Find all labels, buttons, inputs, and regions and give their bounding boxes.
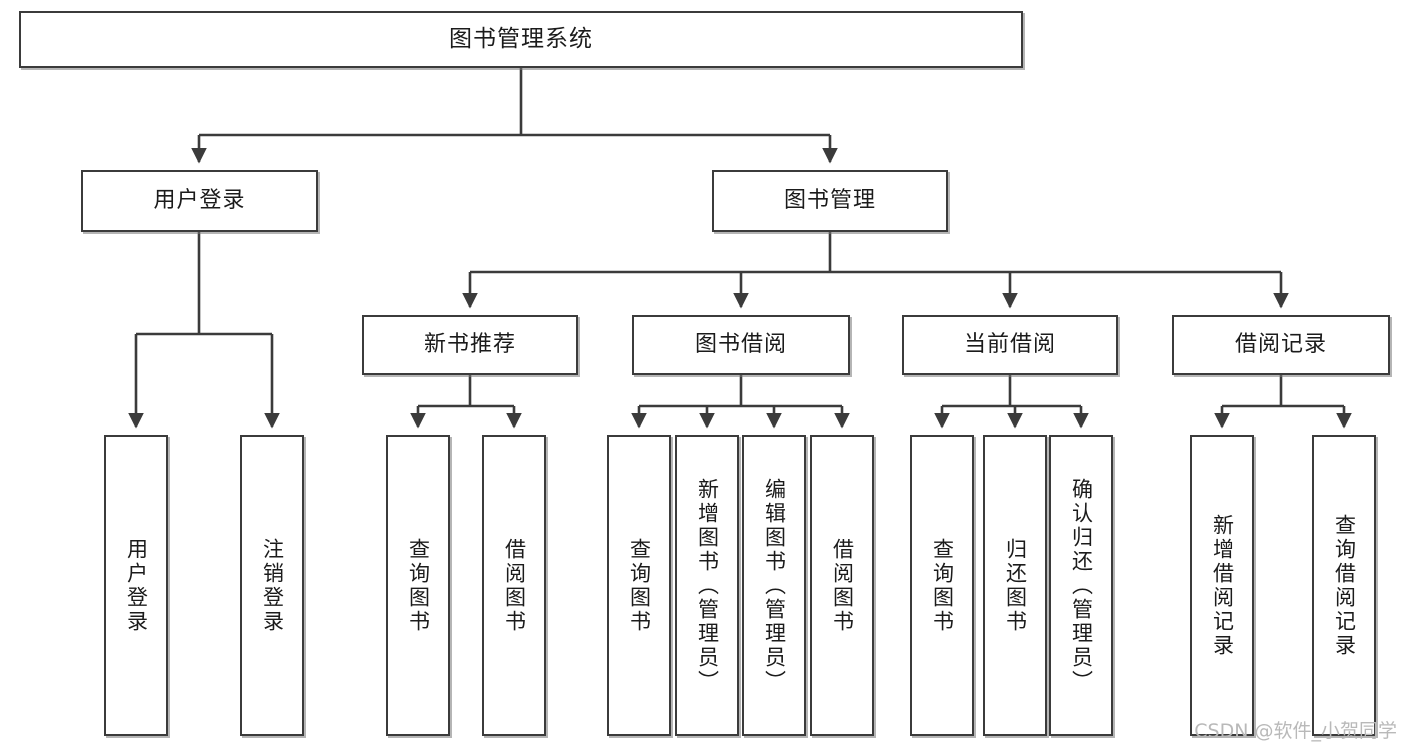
leaf-user-login-label: 用户登录 [124,537,149,634]
leaf-newbook-query-book-label: 查询图书 [406,537,431,634]
node-borrow-record[interactable]: 借阅记录 [1172,315,1390,375]
leaf-current-query-book-label: 查询图书 [930,537,955,634]
leaf-borrow-lend-book[interactable]: 借阅图书 [810,435,874,736]
leaf-borrow-add-book-admin-label: 新增图书（管理员） [695,477,720,694]
node-book-borrow-label: 图书借阅 [694,331,787,357]
leaf-user-logout-label: 注销登录 [260,537,285,634]
leaf-user-logout[interactable]: 注销登录 [240,435,304,736]
leaf-current-query-book[interactable]: 查询图书 [910,435,974,736]
leaf-newbook-borrow-book-label: 借阅图书 [502,537,527,634]
leaf-record-add-record-label: 新增借阅记录 [1210,513,1235,658]
leaf-borrow-edit-book-admin[interactable]: 编辑图书（管理员） [742,435,806,736]
leaf-newbook-borrow-book[interactable]: 借阅图书 [482,435,546,736]
leaf-borrow-query-book[interactable]: 查询图书 [607,435,671,736]
node-current-borrow-label: 当前借阅 [963,331,1056,357]
leaf-record-query-record[interactable]: 查询借阅记录 [1312,435,1376,736]
leaf-borrow-query-book-label: 查询图书 [627,537,652,634]
node-borrow-record-label: 借阅记录 [1234,331,1327,357]
leaf-current-confirm-return-admin[interactable]: 确认归还（管理员） [1049,435,1113,736]
leaf-current-return-book[interactable]: 归还图书 [983,435,1047,736]
leaf-user-login[interactable]: 用户登录 [104,435,168,736]
leaf-current-return-book-label: 归还图书 [1003,537,1028,634]
leaf-current-confirm-return-admin-label: 确认归还（管理员） [1069,477,1094,694]
watermark: CSDN @软件_小贺同学 [1194,720,1397,742]
node-user-login-label: 用户登录 [153,187,246,213]
node-new-book-recommend[interactable]: 新书推荐 [362,315,578,375]
node-book-management[interactable]: 图书管理 [712,170,948,232]
node-root[interactable]: 图书管理系统 [19,11,1023,68]
node-book-borrow[interactable]: 图书借阅 [632,315,850,375]
leaf-borrow-edit-book-admin-label: 编辑图书（管理员） [762,477,787,694]
leaf-borrow-add-book-admin[interactable]: 新增图书（管理员） [675,435,739,736]
leaf-newbook-query-book[interactable]: 查询图书 [386,435,450,736]
node-new-book-recommend-label: 新书推荐 [423,331,516,357]
leaf-record-query-record-label: 查询借阅记录 [1332,513,1357,658]
node-book-management-label: 图书管理 [783,187,876,213]
node-current-borrow[interactable]: 当前借阅 [902,315,1118,375]
leaf-record-add-record[interactable]: 新增借阅记录 [1190,435,1254,736]
node-root-label: 图书管理系统 [449,25,593,52]
node-user-login[interactable]: 用户登录 [81,170,318,232]
leaf-borrow-lend-book-label: 借阅图书 [830,537,855,634]
